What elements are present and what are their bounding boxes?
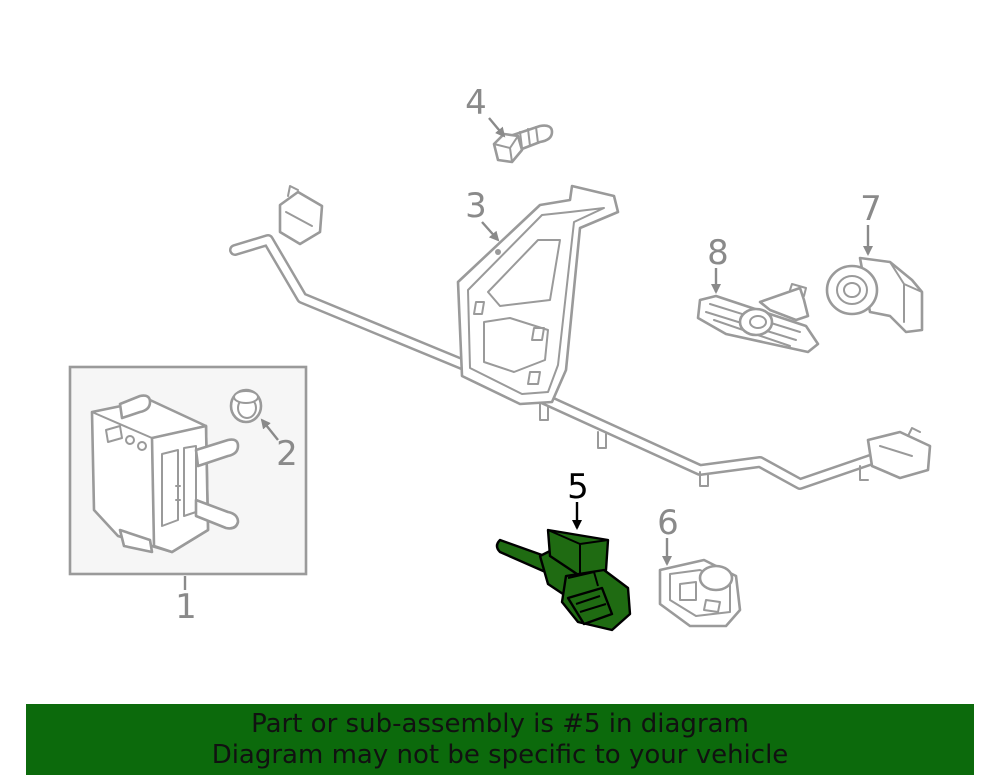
bracket-part-3 — [456, 184, 620, 406]
callout-8: 8 — [707, 233, 729, 273]
wiring-harness — [229, 185, 932, 490]
callout-4: 4 — [465, 83, 487, 123]
callout-1: 1 — [175, 587, 197, 627]
grommet-part-2 — [229, 388, 263, 424]
callout-7: 7 — [860, 189, 882, 229]
callout-3: 3 — [465, 186, 487, 226]
sensor-part-5 — [495, 528, 632, 632]
callout-6: 6 — [657, 503, 679, 543]
bolt-part-4 — [492, 124, 554, 164]
parts-diagram: 4 3 7 8 2 5 6 1 — [68, 83, 932, 632]
retainer-part-6 — [658, 558, 742, 628]
info-banner: Part or sub-assembly is #5 in diagram Di… — [26, 704, 974, 775]
banner-line-2: Diagram may not be specific to your vehi… — [211, 739, 789, 770]
callout-2: 2 — [276, 434, 298, 474]
callout-5: 5 — [567, 467, 589, 507]
bezel-part-8 — [696, 283, 820, 354]
sensor-part-7 — [825, 256, 924, 334]
leader-lines — [260, 117, 873, 566]
banner-line-1: Part or sub-assembly is #5 in diagram — [251, 708, 749, 739]
module-part-1 — [68, 365, 308, 590]
